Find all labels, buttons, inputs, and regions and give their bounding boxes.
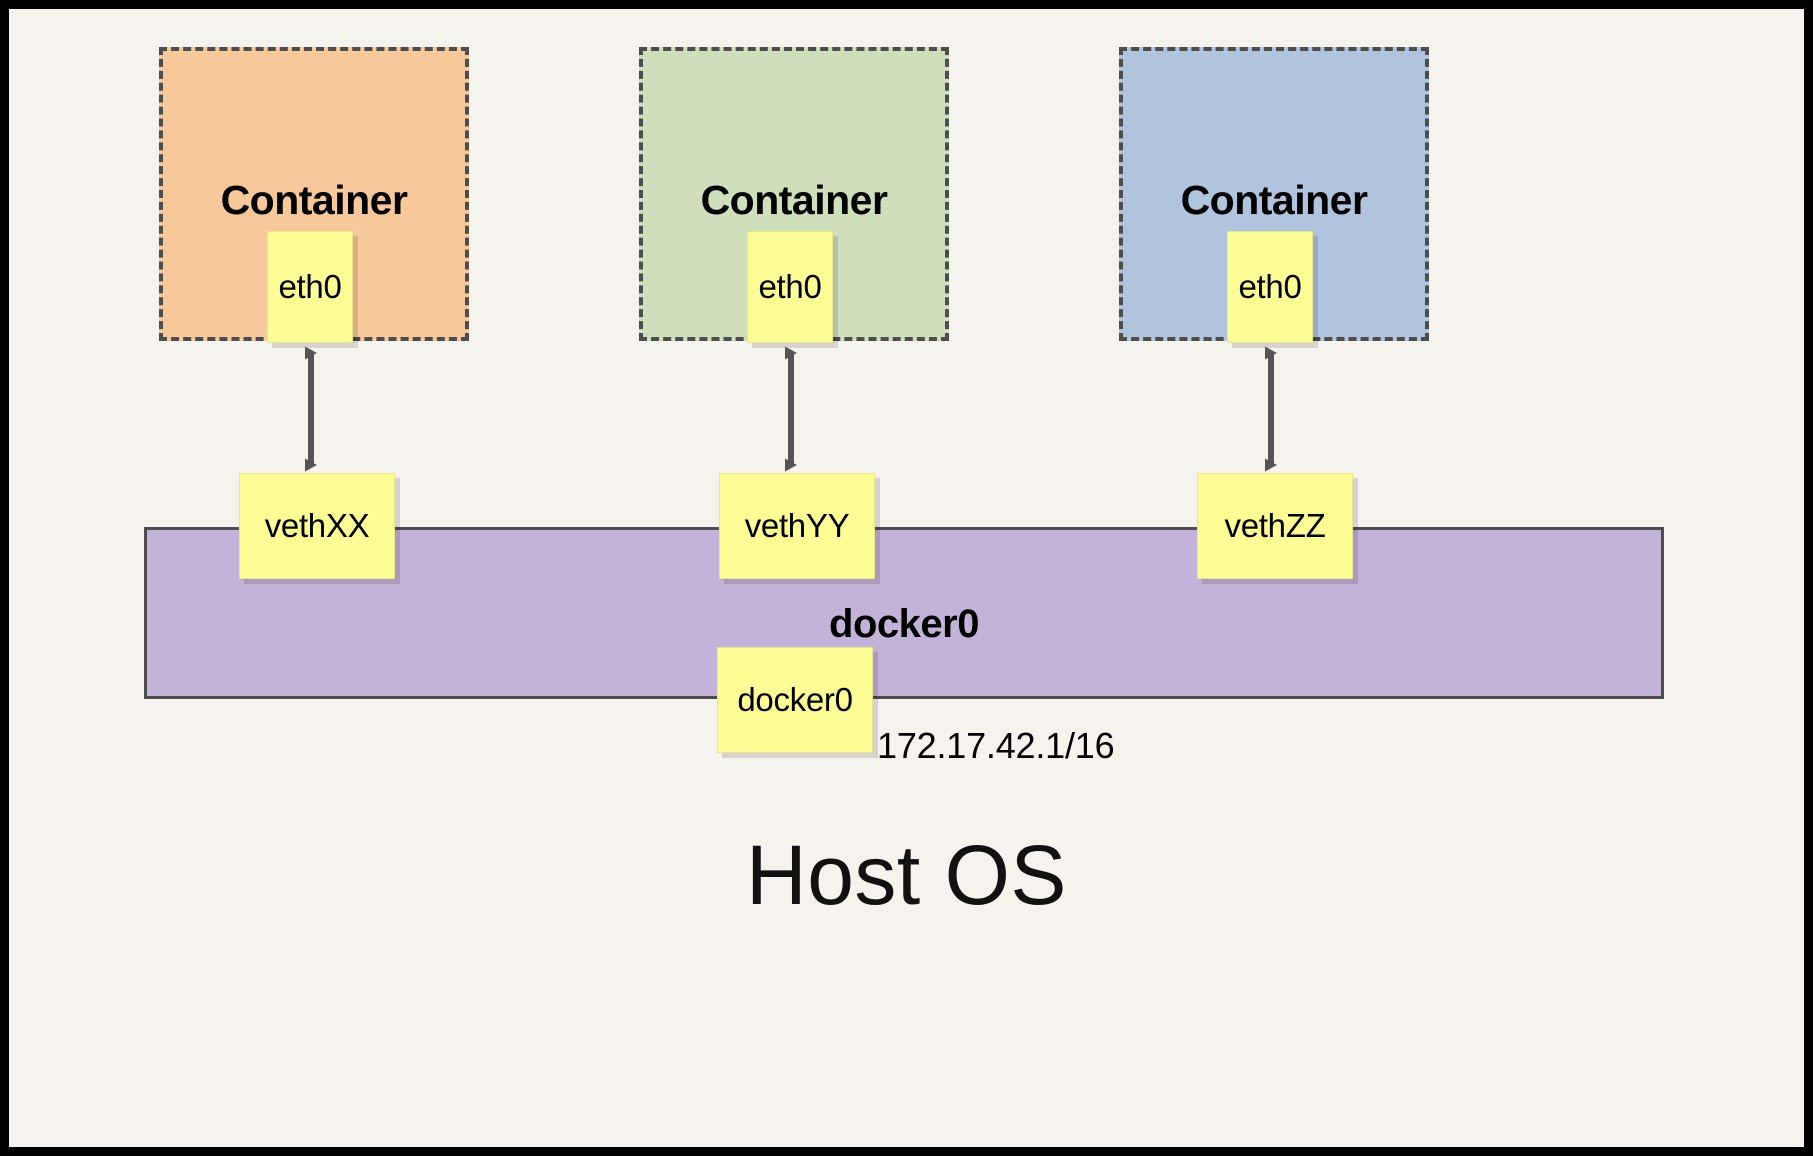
docker0-ip-label: 172.17.42.1/16 [877, 725, 1115, 766]
eth0-box-1: eth0 [267, 231, 353, 343]
arrow-eth0-vethxx [305, 346, 317, 472]
eth0-label-3: eth0 [1238, 268, 1302, 305]
diagram-stage: Container eth0 Container eth0 Container … [9, 9, 1804, 1147]
eth0-box-3: eth0 [1227, 231, 1313, 343]
docker0-bridge-label: docker0 [829, 602, 979, 646]
docker0-iface-label: docker0 [737, 681, 853, 718]
container-title-2: Container [700, 177, 888, 223]
eth0-label-2: eth0 [758, 268, 822, 305]
veth-label-3: vethZZ [1224, 507, 1326, 544]
veth-label-1: vethXX [264, 507, 370, 544]
arrow-eth0-vethyy [785, 346, 797, 472]
eth0-label-1: eth0 [278, 268, 342, 305]
eth0-box-2: eth0 [747, 231, 833, 343]
veth-label-2: vethYY [744, 507, 850, 544]
host-os-title: Host OS [746, 828, 1067, 922]
veth-box-1: vethXX [239, 473, 395, 579]
container-title-3: Container [1180, 177, 1368, 223]
veth-box-3: vethZZ [1197, 473, 1353, 579]
veth-box-2: vethYY [719, 473, 875, 579]
docker0-bridge-bar: docker0 [144, 527, 1664, 699]
container-title-1: Container [220, 177, 408, 223]
docker0-iface-box: docker0 [717, 647, 873, 753]
arrow-eth0-vethzz [1265, 346, 1277, 472]
